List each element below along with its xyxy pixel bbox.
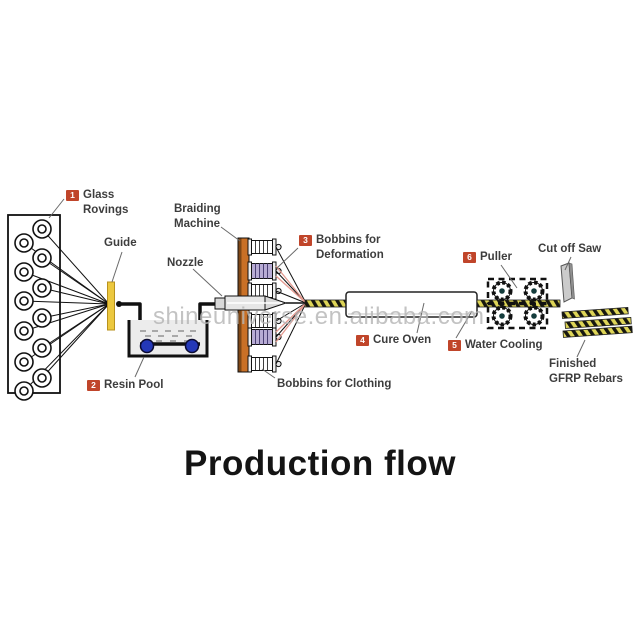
pool-roller-left bbox=[139, 338, 155, 354]
label-finished-rebars: Finished GFRP Rebars bbox=[549, 358, 623, 385]
step-badge-5: 5 bbox=[448, 340, 461, 351]
label-bobbins-clothing: Bobbins for Clothing bbox=[277, 378, 392, 390]
label-braiding-machine: Braiding Machine bbox=[174, 203, 221, 230]
label-nozzle: Nozzle bbox=[167, 257, 204, 269]
label-resin-pool: 2 Resin Pool bbox=[87, 378, 163, 393]
step-badge-3: 3 bbox=[299, 235, 312, 246]
label-glass-rovings: 1 Glass Rovings bbox=[66, 188, 128, 218]
pool-roller-right bbox=[184, 338, 200, 354]
label-cure-oven: 4 Cure Oven bbox=[356, 333, 431, 348]
guide-plate bbox=[107, 281, 122, 331]
step-badge-6: 6 bbox=[463, 252, 476, 263]
label-cut-off-saw: Cut off Saw bbox=[538, 243, 602, 255]
saw-blade bbox=[560, 262, 575, 303]
nozzle-assembly bbox=[214, 295, 306, 311]
braided-rod-post-oven bbox=[476, 299, 561, 308]
page-title: Production flow bbox=[184, 444, 456, 483]
creel-rack bbox=[7, 214, 110, 401]
resin-pool bbox=[127, 320, 209, 358]
finished-rebars bbox=[561, 306, 633, 338]
cure-oven bbox=[345, 291, 478, 318]
leader-lines bbox=[48, 198, 586, 379]
label-water-cooling: 5 Water Cooling bbox=[448, 338, 543, 353]
step-badge-4: 4 bbox=[356, 335, 369, 346]
step-badge-1: 1 bbox=[66, 190, 79, 201]
label-guide: Guide bbox=[104, 237, 137, 249]
braid-threads bbox=[275, 246, 307, 365]
step-badge-2: 2 bbox=[87, 380, 100, 391]
label-bobbins-deformation: 3 Bobbins for Deformation bbox=[299, 233, 384, 263]
label-puller: 6 Puller bbox=[463, 250, 512, 265]
watermark: shineuniverse.en.alibaba.com bbox=[153, 303, 485, 330]
